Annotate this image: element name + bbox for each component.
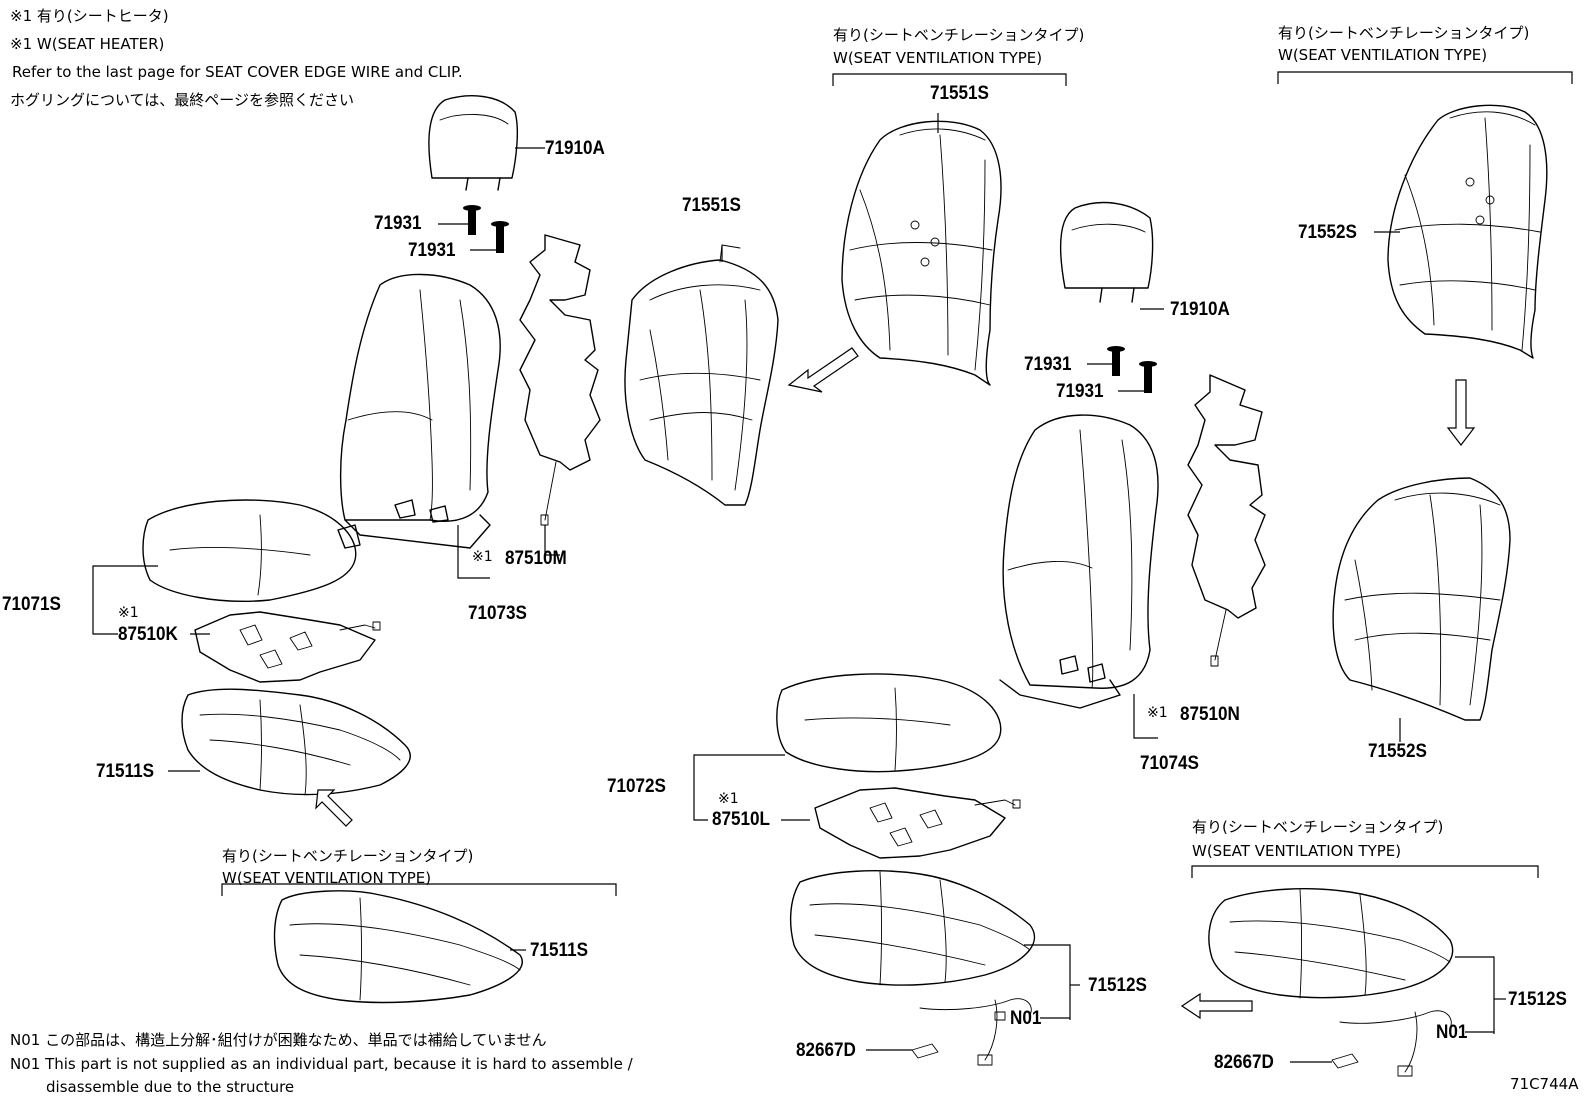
- part-label-71073S: 71073S: [468, 603, 527, 624]
- vent-cushion-cover-right-drawing: [1208, 888, 1454, 999]
- note-n01-jp: N01 この部品は、構造上分解･組付けが困難なため、単品では補給していません: [10, 1031, 547, 1049]
- note-n01-en-2: disassemble due to the structure: [46, 1078, 295, 1096]
- wire-harness-right-drawing: [1331, 1010, 1452, 1077]
- wire-harness-center-drawing: [911, 998, 1032, 1066]
- part-label-71551S-left: 71551S: [682, 195, 741, 216]
- screws-left-drawing: [438, 205, 509, 253]
- part-label-71551S-vent: 71551S: [930, 83, 989, 104]
- part-label-71910A-center: 71910A: [1170, 299, 1230, 320]
- note-seat-heater-en: ※1 W(SEAT HEATER): [10, 35, 165, 53]
- part-label-71071S: 71071S: [2, 594, 61, 615]
- heater-mat-cushion-left-drawing: [194, 611, 381, 683]
- note-marker-87510N: ※1: [1147, 705, 1168, 721]
- part-label-87510N: 87510N: [1180, 704, 1240, 725]
- part-label-71931-center-2: 71931: [1056, 381, 1104, 402]
- label-n01-right: N01: [1436, 1022, 1468, 1043]
- vent-header-en-center: W(SEAT VENTILATION TYPE): [833, 49, 1043, 67]
- part-label-87510L: 87510L: [712, 809, 771, 830]
- vent-cushion-cover-center-drawing: [789, 870, 1036, 986]
- vent-seatback-cover-right-drawing: [1374, 104, 1548, 359]
- leader-lines-right: [1290, 956, 1506, 1063]
- arrow-left-icon: [1180, 992, 1253, 1020]
- vent-cushion-cover-left-drawing: [273, 890, 523, 1004]
- note-hog-ring-jp: ホグリングについては、最終ページを参照ください: [10, 91, 354, 109]
- part-label-82667D-center: 82667D: [796, 1040, 856, 1061]
- part-label-71074S: 71074S: [1140, 753, 1199, 774]
- vent-bracket-center: [832, 73, 1067, 86]
- seatback-pad-center-drawing: [999, 414, 1159, 709]
- vent-bracket-right-bottom: [1191, 865, 1539, 878]
- note-marker-87510L: ※1: [718, 791, 739, 807]
- heater-mat-cushion-center-drawing: [814, 787, 1021, 859]
- headrest-center-drawing: [1059, 201, 1164, 310]
- part-label-87510K: 87510K: [118, 624, 178, 645]
- part-label-71931-left-1: 71931: [374, 213, 422, 234]
- seatback-pad-left-drawing: [337, 273, 501, 549]
- part-label-71512S-right: 71512S: [1508, 989, 1567, 1010]
- leader-lines-left: [92, 525, 526, 951]
- screws-center-drawing: [1087, 346, 1157, 393]
- cushion-pad-left-drawing: [142, 499, 357, 602]
- leader-lines-center: [693, 754, 1080, 1051]
- vent-header-en-right-bottom: W(SEAT VENTILATION TYPE): [1192, 842, 1402, 860]
- vent-header-en-right-top: W(SEAT VENTILATION TYPE): [1278, 46, 1488, 64]
- arrow-up-left-icon: [315, 789, 353, 827]
- vent-bracket-right-top: [1277, 71, 1573, 84]
- part-label-71552S-top: 71552S: [1298, 222, 1357, 243]
- label-n01-center: N01: [1010, 1008, 1042, 1029]
- vent-header-jp-center: 有り(シートベンチレーションタイプ): [833, 26, 1085, 44]
- vent-bracket-left: [221, 883, 617, 896]
- part-label-87510M: 87510M: [505, 548, 567, 569]
- part-label-82667D-right: 82667D: [1214, 1052, 1274, 1073]
- seatback-cover-left-drawing: [624, 244, 779, 506]
- vent-header-jp-right-top: 有り(シートベンチレーションタイプ): [1278, 24, 1530, 42]
- vent-header-jp-left: 有り(シートベンチレーションタイプ): [222, 847, 474, 865]
- part-label-71511S-left: 71511S: [96, 761, 155, 782]
- cushion-pad-center-drawing: [776, 673, 1002, 773]
- cushion-cover-left-drawing: [181, 688, 411, 796]
- part-label-71931-center-1: 71931: [1024, 354, 1072, 375]
- heater-mat-back-center-drawing: [1133, 374, 1266, 739]
- note-marker-87510K: ※1: [118, 605, 139, 621]
- part-label-71552S-bottom: 71552S: [1368, 741, 1427, 762]
- part-label-71931-left-2: 71931: [408, 240, 456, 261]
- figure-id: 71C744A: [1510, 1075, 1579, 1093]
- headrest-left-drawing: [428, 95, 545, 191]
- arrow-down-icon: [1446, 379, 1476, 446]
- seatback-cover-right-drawing: [1332, 477, 1511, 742]
- vent-header-jp-right-bottom: 有り(シートベンチレーションタイプ): [1192, 818, 1444, 836]
- vent-header-en-left: W(SEAT VENTILATION TYPE): [222, 869, 432, 887]
- part-label-71512S-center: 71512S: [1088, 975, 1147, 996]
- part-label-71511S-vent: 71511S: [530, 940, 589, 961]
- note-n01-en-1: N01 This part is not supplied as an indi…: [10, 1055, 633, 1073]
- vent-seatback-cover-center-drawing: [841, 113, 1002, 386]
- heater-mat-back-left-drawing: [519, 234, 601, 556]
- note-seat-heater-jp: ※1 有り(シートヒータ): [10, 7, 169, 25]
- arrow-down-left-icon: [787, 347, 859, 393]
- note-marker-87510M: ※1: [472, 549, 493, 565]
- part-label-71072S: 71072S: [607, 776, 666, 797]
- note-refer: Refer to the last page for SEAT COVER ED…: [12, 63, 463, 81]
- part-label-71910A-left: 71910A: [545, 138, 605, 159]
